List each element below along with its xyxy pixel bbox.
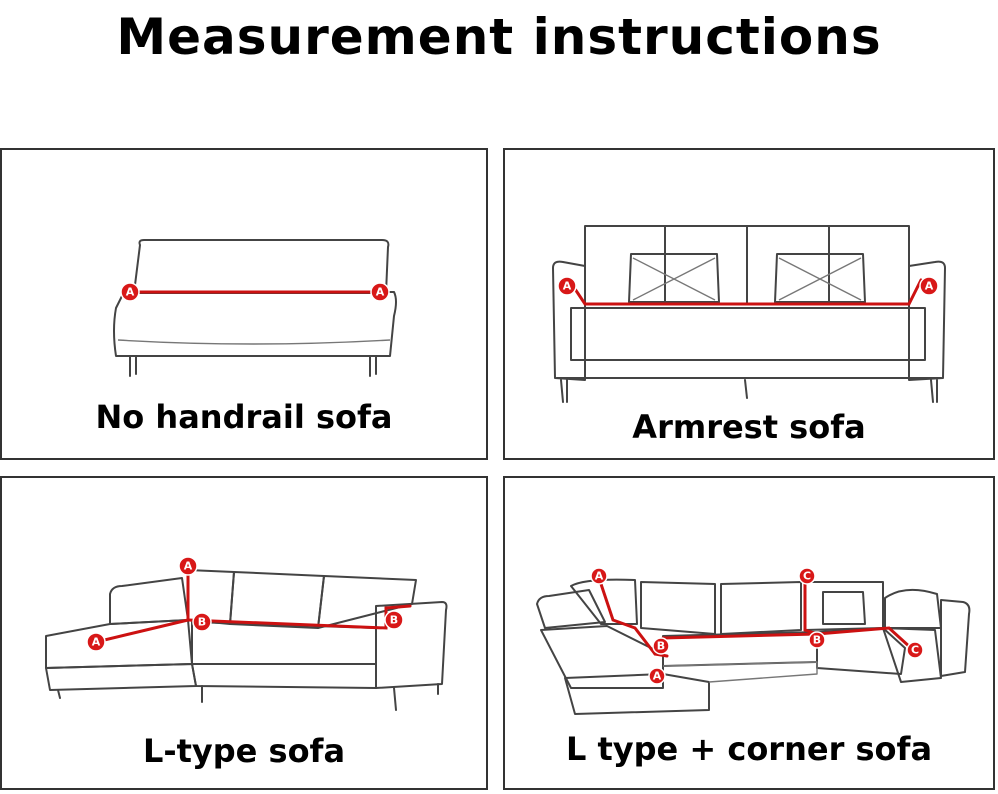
svg-text:C: C xyxy=(803,570,811,583)
svg-text:A: A xyxy=(376,286,385,299)
marker-c-right: C xyxy=(906,641,924,659)
no-handrail-sofa-illustration: A A xyxy=(113,239,397,377)
svg-text:A: A xyxy=(563,280,572,293)
panel-caption: L-type sofa xyxy=(142,732,346,770)
marker-b-left: B xyxy=(652,637,670,655)
svg-text:C: C xyxy=(911,644,919,657)
svg-text:A: A xyxy=(126,286,135,299)
panel-l-type-corner-sofa: A A B B C C L type + corner sofa xyxy=(503,476,995,790)
svg-text:A: A xyxy=(184,560,193,573)
marker-b-right: B xyxy=(384,610,404,630)
svg-text:A: A xyxy=(92,636,101,649)
marker-a-right: A xyxy=(919,276,939,296)
l-type-sofa-illustration: A A B B xyxy=(45,556,448,711)
panel-no-handrail-sofa: A A No handrail sofa xyxy=(0,148,488,460)
panel-armrest-sofa: A A Armrest sofa xyxy=(503,148,995,460)
marker-a-left: A xyxy=(557,276,577,296)
svg-text:A: A xyxy=(595,570,604,583)
panel-l-type-sofa: A A B B L-type sofa xyxy=(0,476,488,790)
l-type-corner-sofa-illustration: A A B B C C xyxy=(536,567,971,715)
panel-caption: Armrest sofa xyxy=(632,408,866,446)
marker-a-top: A xyxy=(178,556,198,576)
marker-b-left: B xyxy=(192,612,212,632)
marker-a-left: A xyxy=(86,632,106,652)
svg-text:B: B xyxy=(657,640,665,653)
svg-text:B: B xyxy=(198,616,206,629)
panel-caption: L type + corner sofa xyxy=(565,730,933,768)
marker-b-right: B xyxy=(808,631,826,649)
marker-a-left: A xyxy=(120,282,140,302)
page-title: Measurement instructions xyxy=(116,8,882,66)
marker-a-bottom: A xyxy=(648,667,666,685)
armrest-sofa-illustration: A A xyxy=(552,225,946,403)
svg-text:B: B xyxy=(813,634,821,647)
marker-c-top: C xyxy=(798,567,816,585)
panel-caption: No handrail sofa xyxy=(95,398,393,436)
marker-a-right: A xyxy=(370,282,390,302)
marker-a-top: A xyxy=(590,567,608,585)
svg-text:A: A xyxy=(653,670,662,683)
svg-text:A: A xyxy=(925,280,934,293)
svg-text:B: B xyxy=(390,614,398,627)
